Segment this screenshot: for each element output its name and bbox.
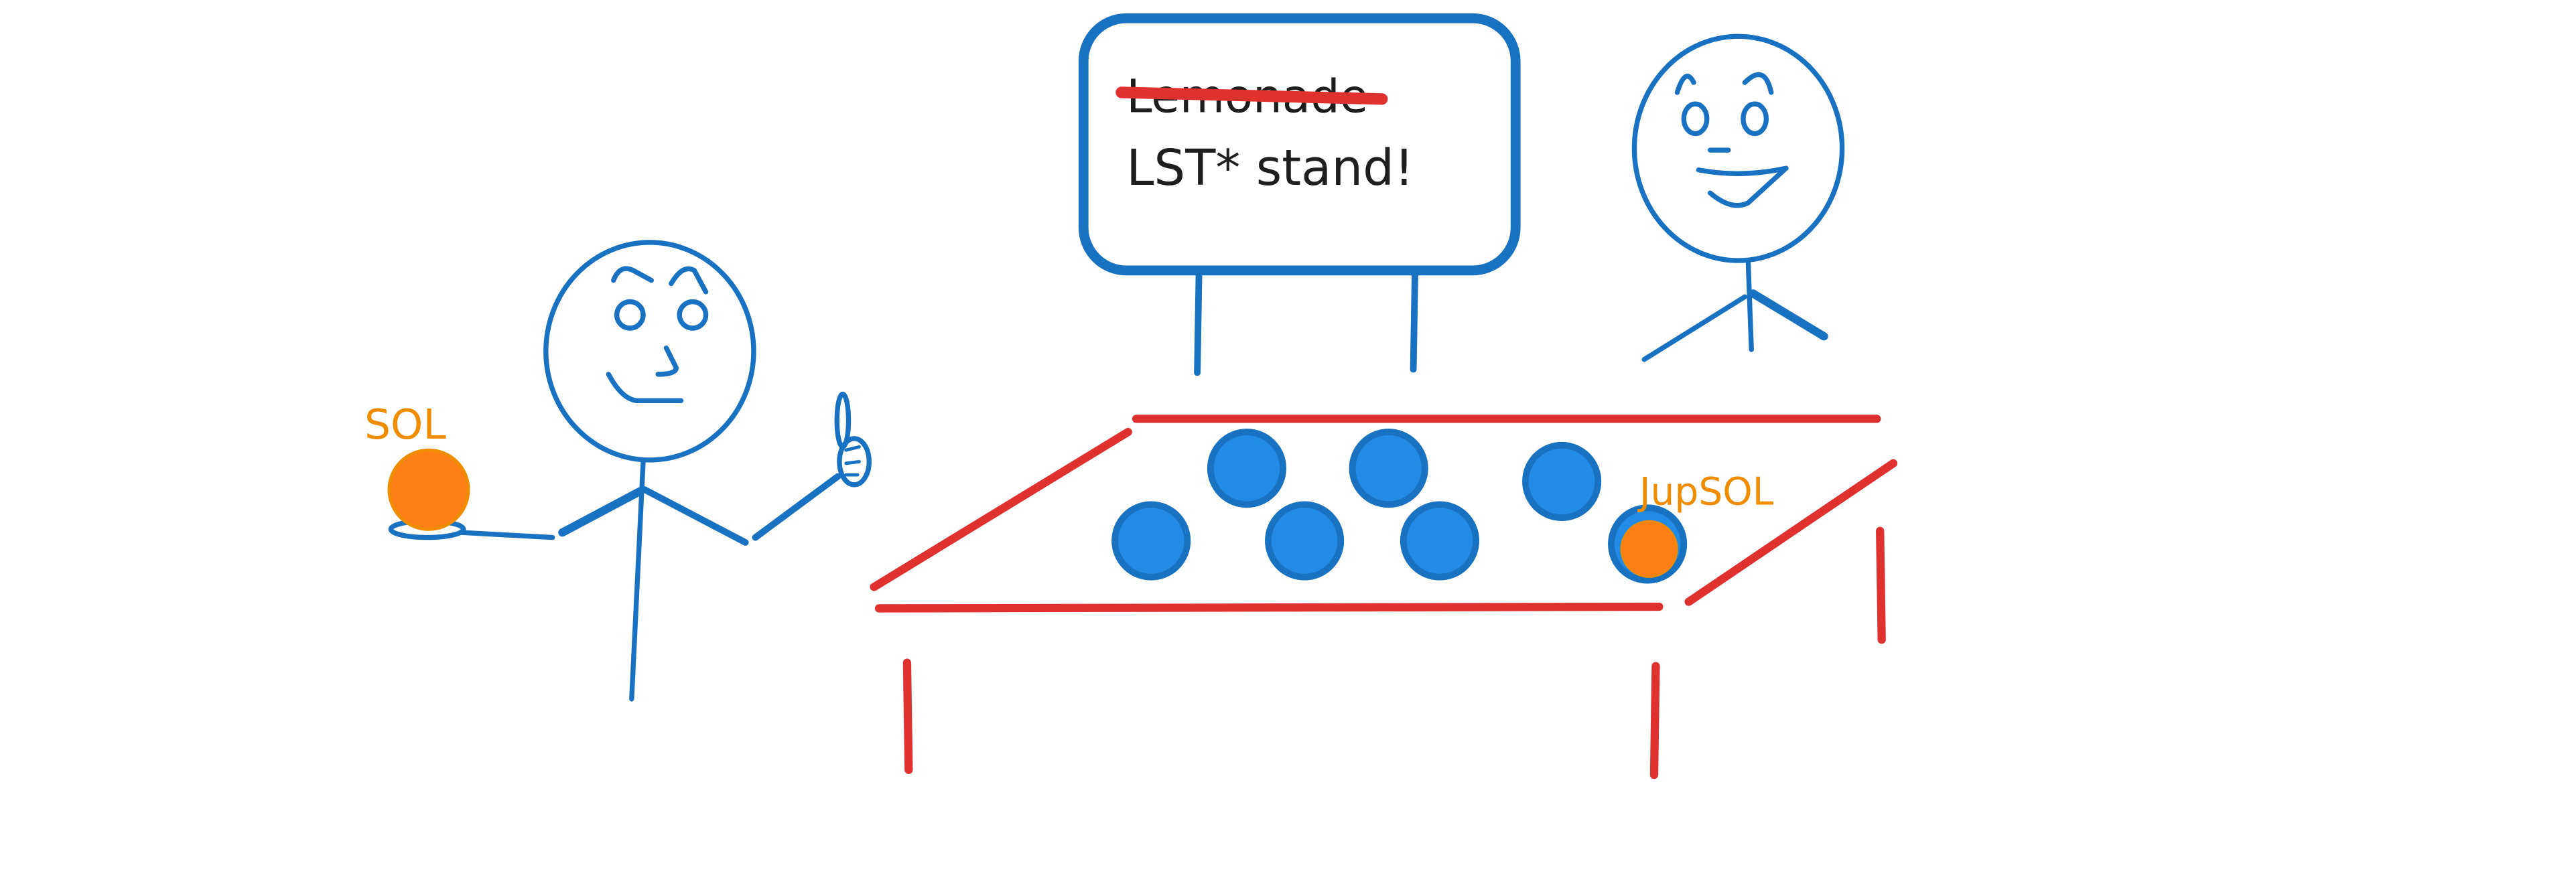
seller-eye-right	[677, 299, 709, 331]
table-leg-front-right	[1649, 662, 1660, 779]
lst-token	[1349, 429, 1428, 508]
table	[870, 415, 1898, 779]
seller-head	[543, 240, 756, 463]
sign: Lemonade LST* stand!	[1078, 13, 1521, 376]
sign-board	[1078, 13, 1521, 276]
customer-eyebrow-left	[1674, 74, 1696, 95]
customer-arm-right	[1749, 289, 1828, 341]
table-front-edge	[874, 602, 1664, 613]
lst-token	[1400, 501, 1480, 581]
customer-eye-left	[1681, 101, 1710, 137]
customer-head	[1631, 33, 1845, 263]
seller-arm-right-lower	[752, 473, 841, 541]
lst-token	[1265, 501, 1345, 581]
seller-arm-left-upper	[558, 487, 645, 537]
seller-body	[629, 459, 646, 702]
lst-token	[1111, 501, 1191, 581]
lst-tokens	[1111, 429, 1688, 584]
table-left-edge	[870, 427, 1132, 591]
customer-arm-left	[1641, 294, 1748, 362]
seller-eyebrow-left	[611, 266, 655, 283]
seller-nose	[655, 345, 679, 377]
customer-mouth	[1696, 165, 1789, 208]
customer-body	[1745, 258, 1754, 352]
jupsol-label: JupSOL	[1637, 469, 1774, 514]
customer-eye-right	[1741, 101, 1769, 137]
seller-eye-left	[614, 299, 646, 331]
sign-leg-left	[1194, 270, 1203, 376]
thumbs-up-hand-icon	[837, 436, 872, 488]
thumb	[834, 391, 852, 449]
table-leg-front-left	[902, 658, 913, 774]
sign-text: LST* stand!	[1126, 139, 1414, 197]
seller-arm-left-lower	[459, 530, 555, 540]
table-right-edge	[1684, 459, 1898, 606]
jupsol-token-core	[1620, 520, 1678, 578]
finger-lines	[844, 445, 861, 477]
seller-eyebrow-right	[669, 266, 709, 295]
strikethrough-line	[1115, 86, 1388, 105]
sol-token	[387, 448, 470, 531]
customer-figure	[1631, 33, 1845, 362]
lst-token	[1522, 441, 1602, 522]
seller-mouth	[606, 372, 684, 403]
seller-figure	[388, 240, 872, 702]
table-leg-back-right	[1876, 526, 1886, 644]
lst-token	[1207, 429, 1287, 508]
sign-leg-right	[1410, 270, 1418, 373]
seller-arm-right-upper	[641, 486, 749, 546]
sol-label: SOL	[364, 400, 446, 449]
customer-eyebrow-right	[1742, 72, 1774, 95]
